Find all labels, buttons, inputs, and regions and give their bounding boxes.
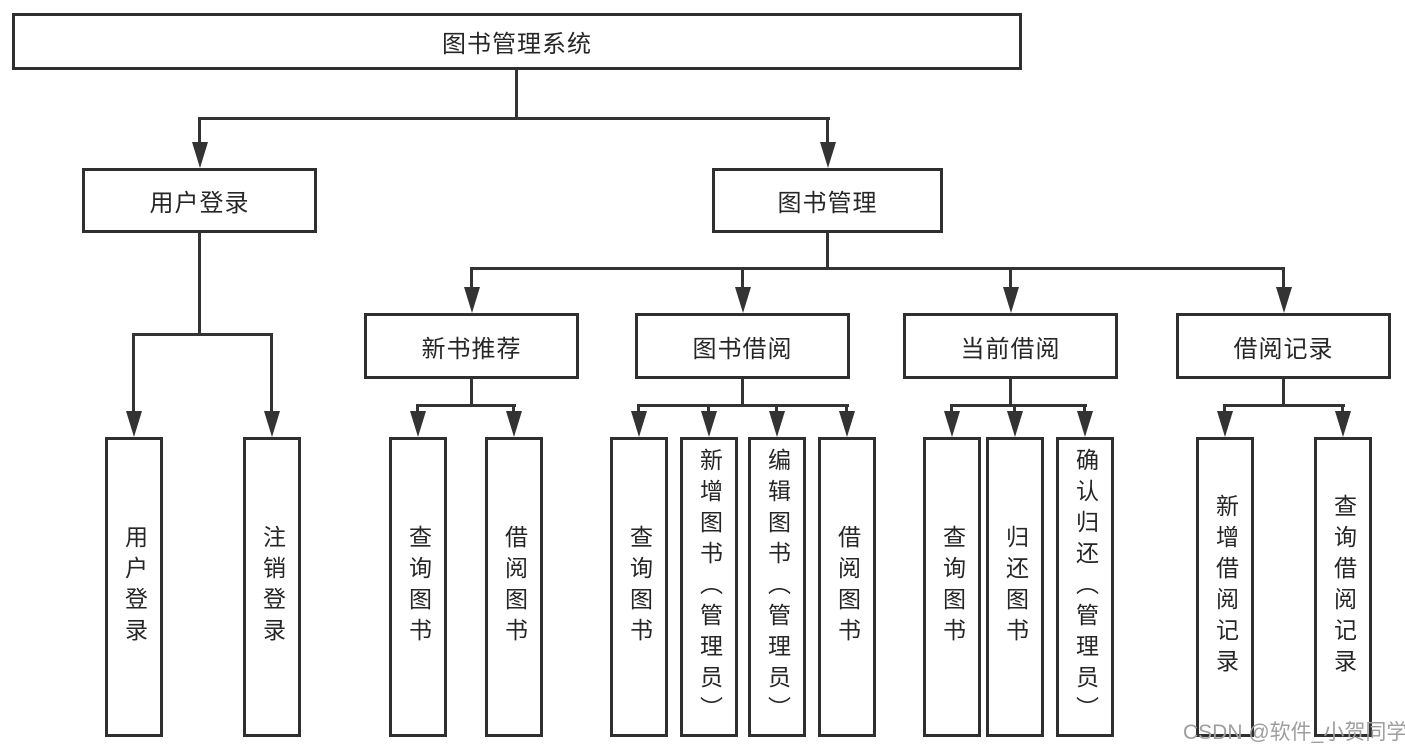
connector-line [470, 267, 473, 291]
leaf-query-books-recommend-label: 查询图书 [405, 525, 432, 649]
node-book-borrowing: 图书借阅 [635, 313, 850, 379]
arrow-down-icon [264, 411, 280, 437]
arrow-down-icon [464, 287, 480, 313]
leaf-confirm-return-admin: 确认归还（管理员） [1056, 437, 1114, 737]
connector-line [741, 267, 744, 291]
node-book-management: 图书管理 [712, 168, 943, 233]
arrow-down-icon [410, 411, 426, 437]
connector-line [826, 117, 829, 147]
node-new-book-recommend: 新书推荐 [364, 313, 579, 379]
connector-line [845, 404, 848, 415]
leaf-query-books-current-label: 查询图书 [939, 525, 966, 649]
connector-line [470, 379, 473, 405]
connector-line [512, 404, 515, 415]
leaf-borrow-books-label: 借阅图书 [834, 525, 861, 649]
arrow-down-icon [735, 287, 751, 313]
leaf-query-borrow-record: 查询借阅记录 [1314, 437, 1372, 737]
connector-line [1083, 404, 1086, 415]
leaf-add-books-admin: 新增图书（管理员） [680, 437, 738, 737]
arrow-down-icon [820, 142, 836, 168]
arrow-down-icon [506, 411, 522, 437]
connector-line [416, 404, 419, 415]
arrow-down-icon [631, 411, 647, 437]
connector-line [132, 333, 273, 336]
leaf-query-borrow-record-label: 查询借阅记录 [1330, 494, 1357, 680]
leaf-borrow-books-recommend: 借阅图书 [485, 437, 543, 737]
connector-line [198, 117, 201, 147]
connector-line [416, 404, 516, 407]
leaf-confirm-return-admin-label: 确认归还（管理员） [1072, 447, 1099, 727]
leaf-logout-label: 注销登录 [259, 525, 286, 649]
leaf-edit-books-admin: 编辑图书（管理员） [748, 437, 806, 737]
leaf-add-borrow-record-label: 新增借阅记录 [1212, 494, 1239, 680]
arrow-down-icon [192, 142, 208, 168]
node-current-borrowing-label: 当前借阅 [960, 335, 1061, 363]
arrow-down-icon [1003, 287, 1019, 313]
connector-line [1223, 404, 1226, 415]
connector-line [198, 117, 830, 120]
node-book-borrowing-label: 图书借阅 [692, 335, 793, 363]
leaf-edit-books-admin-label: 编辑图书（管理员） [764, 447, 791, 727]
leaf-add-books-admin-label: 新增图书（管理员） [696, 447, 723, 727]
connector-line [950, 404, 953, 415]
leaf-logout: 注销登录 [243, 437, 301, 737]
connector-line [707, 404, 710, 415]
leaf-user-login-label: 用户登录 [121, 525, 148, 649]
node-user-login: 用户登录 [82, 168, 317, 233]
leaf-borrow-books-recommend-label: 借阅图书 [501, 525, 528, 649]
node-borrowing-records-label: 借阅记录 [1233, 335, 1334, 363]
node-root-label: 图书管理系统 [442, 31, 592, 58]
connector-line [637, 404, 849, 407]
arrow-down-icon [1276, 287, 1292, 313]
node-borrowing-records: 借阅记录 [1176, 313, 1391, 379]
watermark: CSDN @软件_小贺同学 [1183, 721, 1405, 744]
arrow-down-icon [126, 411, 142, 437]
node-book-management-label: 图书管理 [777, 190, 878, 217]
leaf-user-login: 用户登录 [105, 437, 163, 737]
leaf-return-books: 归还图书 [986, 437, 1044, 737]
node-user-login-label: 用户登录 [149, 190, 250, 217]
connector-line [1282, 267, 1285, 291]
leaf-query-books-current: 查询图书 [923, 437, 981, 737]
arrow-down-icon [1077, 411, 1093, 437]
leaf-query-books-borrowing-label: 查询图书 [626, 525, 653, 649]
connector-line [270, 333, 273, 415]
leaf-query-books-borrowing: 查询图书 [610, 437, 668, 737]
leaf-borrow-books: 借阅图书 [818, 437, 876, 737]
connector-line [1282, 379, 1285, 405]
node-root: 图书管理系统 [12, 13, 1022, 70]
node-current-borrowing: 当前借阅 [903, 313, 1118, 379]
connector-line [1009, 267, 1012, 291]
leaf-query-books-recommend: 查询图书 [389, 437, 447, 737]
connector-line [515, 70, 518, 118]
arrow-down-icon [1335, 411, 1351, 437]
node-new-book-recommend-label: 新书推荐 [421, 335, 522, 363]
leaf-add-borrow-record: 新增借阅记录 [1196, 437, 1254, 737]
connector-line [1013, 404, 1016, 415]
connector-line [950, 404, 1087, 407]
connector-line [1341, 404, 1344, 415]
arrow-down-icon [944, 411, 960, 437]
connector-line [198, 233, 201, 334]
connector-line [637, 404, 640, 415]
arrow-down-icon [769, 411, 785, 437]
connector-line [132, 333, 135, 415]
arrow-down-icon [701, 411, 717, 437]
leaf-return-books-label: 归还图书 [1002, 525, 1029, 649]
connector-line [775, 404, 778, 415]
arrow-down-icon [1217, 411, 1233, 437]
connector-line [1223, 404, 1345, 407]
arrow-down-icon [839, 411, 855, 437]
connector-line [470, 267, 1285, 270]
connector-line [826, 233, 829, 269]
arrow-down-icon [1007, 411, 1023, 437]
connector-line [1009, 379, 1012, 405]
connector-line [741, 379, 744, 405]
